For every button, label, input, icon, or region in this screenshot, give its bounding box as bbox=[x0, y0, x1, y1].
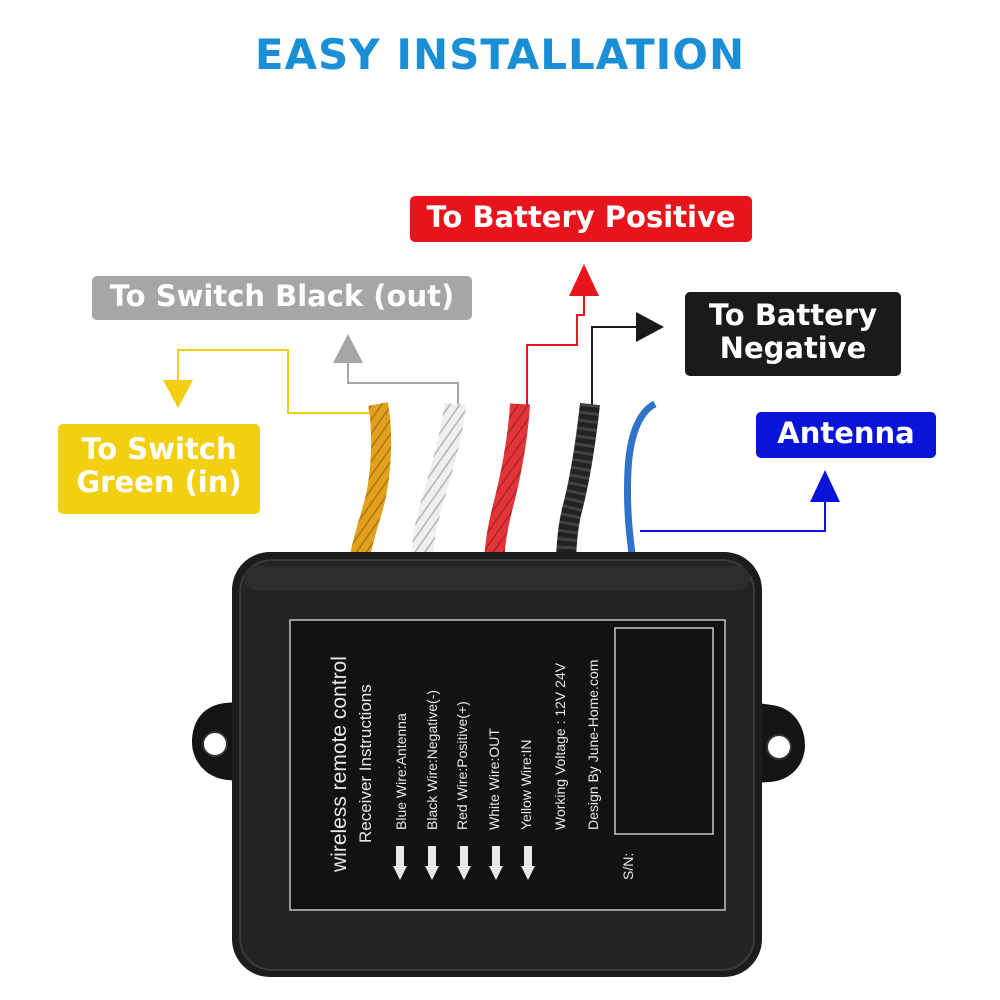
white-connector-line bbox=[347, 360, 459, 410]
black-arrow-icon bbox=[636, 312, 664, 342]
battery-negative-label: To Battery Negative bbox=[685, 292, 901, 376]
instruction-line: White Wire:OUT bbox=[486, 728, 502, 830]
battery-positive-label: To Battery Positive bbox=[410, 196, 752, 242]
receiver-module: wireless remote control Receiver Instruc… bbox=[232, 552, 762, 977]
page-title: EASY INSTALLATION bbox=[254, 30, 746, 79]
instruction-line: Blue Wire:Antenna bbox=[393, 713, 409, 830]
yellow-connector-line bbox=[177, 349, 388, 414]
black-wire bbox=[556, 402, 600, 569]
wire-arrow-icons bbox=[393, 846, 535, 880]
red-arrow-icon bbox=[569, 264, 599, 296]
gray-arrow-icon bbox=[333, 334, 363, 363]
switch-green-label: To Switch Green (in) bbox=[58, 424, 260, 514]
down-arrow-icon bbox=[489, 846, 503, 880]
instruction-line: Black Wire:Negative(-) bbox=[424, 690, 440, 830]
down-arrow-icon bbox=[521, 846, 535, 880]
black-connector-line bbox=[591, 326, 640, 410]
instruction-line: Working Voltage : 12V 24V bbox=[552, 662, 568, 830]
antenna-label: Antenna bbox=[756, 412, 936, 458]
yellow-arrow-icon bbox=[163, 380, 193, 408]
serial-label: S/N: bbox=[620, 853, 636, 880]
module-subheading: Receiver Instructions bbox=[356, 684, 375, 843]
instruction-line: Yellow Wire:IN bbox=[518, 739, 534, 830]
module-heading: wireless remote control bbox=[328, 656, 351, 873]
down-arrow-icon bbox=[425, 846, 439, 880]
instruction-line: Design By June-Home.com bbox=[585, 660, 601, 830]
blue-wire bbox=[623, 400, 657, 569]
instruction-label-plate bbox=[289, 619, 726, 911]
down-arrow-icon bbox=[457, 846, 471, 880]
blue-connector-line bbox=[640, 500, 826, 532]
down-arrow-icon bbox=[393, 846, 407, 880]
blue-arrow-icon bbox=[810, 470, 840, 502]
red-connector-line bbox=[526, 290, 585, 410]
switch-black-label: To Switch Black (out) bbox=[92, 276, 472, 320]
serial-number-box bbox=[614, 627, 714, 835]
instruction-line: Red Wire:Positive(+) bbox=[454, 701, 470, 830]
